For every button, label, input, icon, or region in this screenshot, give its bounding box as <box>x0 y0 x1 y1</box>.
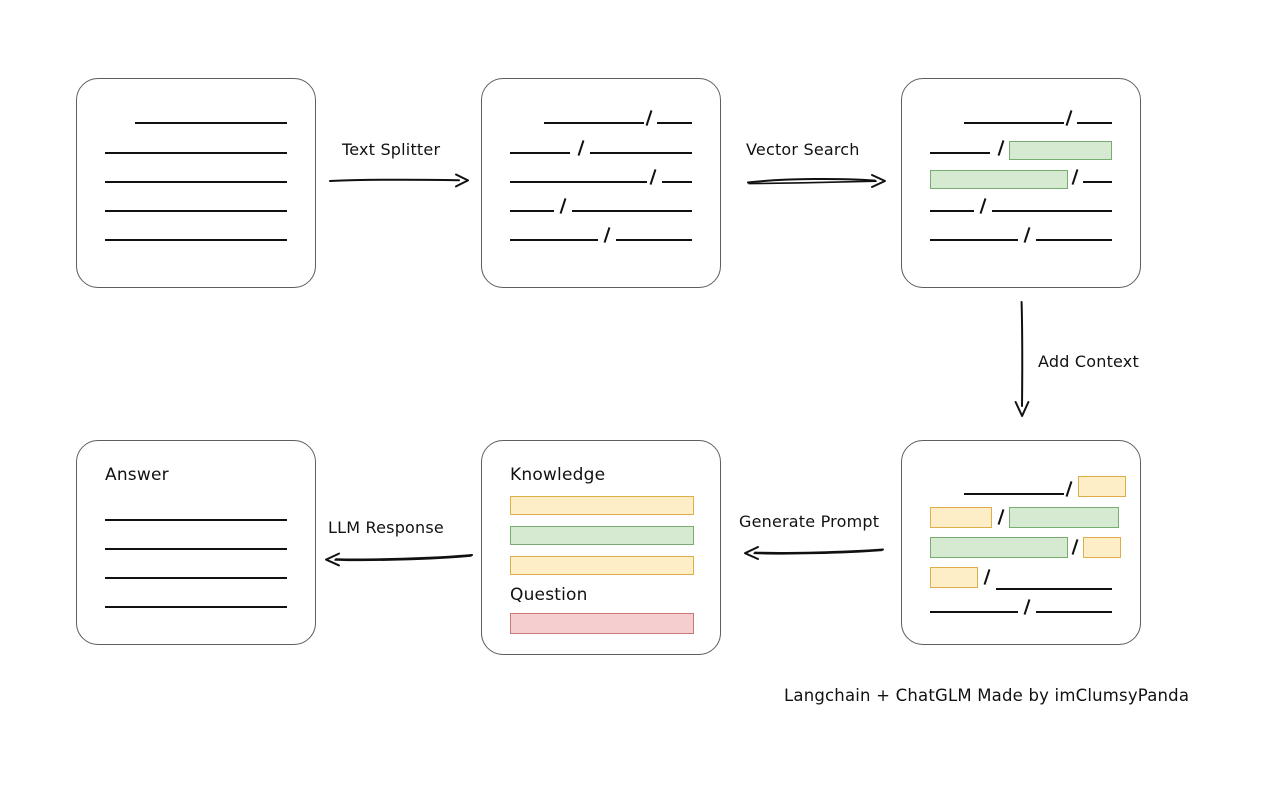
edge-add-context-label: Add Context <box>1038 352 1139 371</box>
edge-vector-search-label: Vector Search <box>746 140 860 159</box>
separator-slash <box>1071 169 1079 185</box>
context-chunk-highlight <box>930 507 992 528</box>
arrow-right-icon <box>747 174 886 188</box>
document-line <box>930 152 990 154</box>
document-line <box>964 122 1064 124</box>
split-document-card[interactable] <box>481 78 721 288</box>
edge-generate-prompt: Generate Prompt <box>739 512 885 562</box>
source-document-card[interactable] <box>76 78 316 288</box>
separator-slash <box>983 569 991 585</box>
document-line <box>1036 611 1112 613</box>
knowledge-bar <box>510 496 694 515</box>
document-line <box>996 588 1112 590</box>
retrieved-chunk-highlight <box>930 537 1068 558</box>
arrow-left-icon <box>744 546 884 560</box>
document-line <box>105 181 287 183</box>
document-line <box>930 239 1018 241</box>
searched-document-card[interactable] <box>901 78 1141 288</box>
document-line <box>105 152 287 154</box>
separator-slash <box>1065 481 1073 497</box>
edge-text-splitter: Text Splitter <box>328 140 478 190</box>
edge-llm-response: LLM Response <box>322 518 474 568</box>
separator-slash <box>649 169 657 185</box>
edge-text-splitter-label: Text Splitter <box>342 140 441 159</box>
edge-llm-response-label: LLM Response <box>328 518 444 537</box>
edge-add-context: Add Context <box>1008 300 1168 425</box>
arrow-down-icon <box>1014 301 1030 417</box>
arrow-right-icon <box>329 173 469 188</box>
knowledge-label: Knowledge <box>510 465 606 485</box>
separator-slash <box>645 110 653 126</box>
separator-slash <box>997 140 1005 156</box>
document-line <box>930 611 1018 613</box>
retrieved-chunk-highlight <box>1009 141 1112 160</box>
document-line <box>135 122 287 124</box>
separator-slash <box>1065 110 1073 126</box>
document-line <box>544 122 644 124</box>
arrow-left-icon <box>325 552 473 567</box>
document-line <box>616 239 692 241</box>
document-line <box>510 239 598 241</box>
document-line <box>572 210 692 212</box>
answer-content: Answer <box>77 441 315 644</box>
retrieved-chunk-highlight <box>1009 507 1119 528</box>
retrieved-chunk-highlight <box>930 170 1068 189</box>
context-document-content <box>902 441 1140 644</box>
document-line <box>657 122 692 124</box>
answer-label: Answer <box>105 465 169 485</box>
context-chunk-highlight <box>1078 476 1126 497</box>
context-chunk-highlight <box>1083 537 1121 558</box>
separator-slash <box>997 509 1005 525</box>
edge-generate-prompt-label: Generate Prompt <box>739 512 880 531</box>
document-line <box>105 210 287 212</box>
document-line <box>1077 122 1112 124</box>
separator-slash <box>559 198 567 214</box>
answer-line <box>105 606 287 608</box>
document-line <box>964 493 1064 495</box>
context-document-card[interactable] <box>901 440 1141 645</box>
question-label: Question <box>510 585 588 605</box>
document-line <box>1036 239 1112 241</box>
document-line <box>1083 181 1112 183</box>
document-line <box>510 181 647 183</box>
document-line <box>992 210 1112 212</box>
answer-line <box>105 519 287 521</box>
searched-document-content <box>902 79 1140 287</box>
context-chunk-highlight <box>930 567 978 588</box>
separator-slash <box>1023 227 1031 243</box>
source-document-content <box>77 79 315 287</box>
separator-slash <box>603 227 611 243</box>
answer-card[interactable]: Answer <box>76 440 316 645</box>
document-line <box>590 152 692 154</box>
prompt-card[interactable]: Knowledge Question <box>481 440 721 655</box>
answer-line <box>105 548 287 550</box>
credit-text: Langchain + ChatGLM Made by imClumsyPand… <box>784 686 1190 705</box>
document-line <box>662 181 692 183</box>
document-line <box>930 210 974 212</box>
separator-slash <box>1071 539 1079 555</box>
prompt-content: Knowledge Question <box>482 441 720 654</box>
question-bar <box>510 613 694 634</box>
separator-slash <box>577 140 585 156</box>
separator-slash <box>979 198 987 214</box>
split-document-content <box>482 79 720 287</box>
knowledge-bar <box>510 526 694 545</box>
document-line <box>510 152 570 154</box>
document-line <box>105 239 287 241</box>
edge-vector-search: Vector Search <box>746 140 894 190</box>
document-line <box>510 210 554 212</box>
knowledge-bar <box>510 556 694 575</box>
separator-slash <box>1023 599 1031 615</box>
answer-line <box>105 577 287 579</box>
